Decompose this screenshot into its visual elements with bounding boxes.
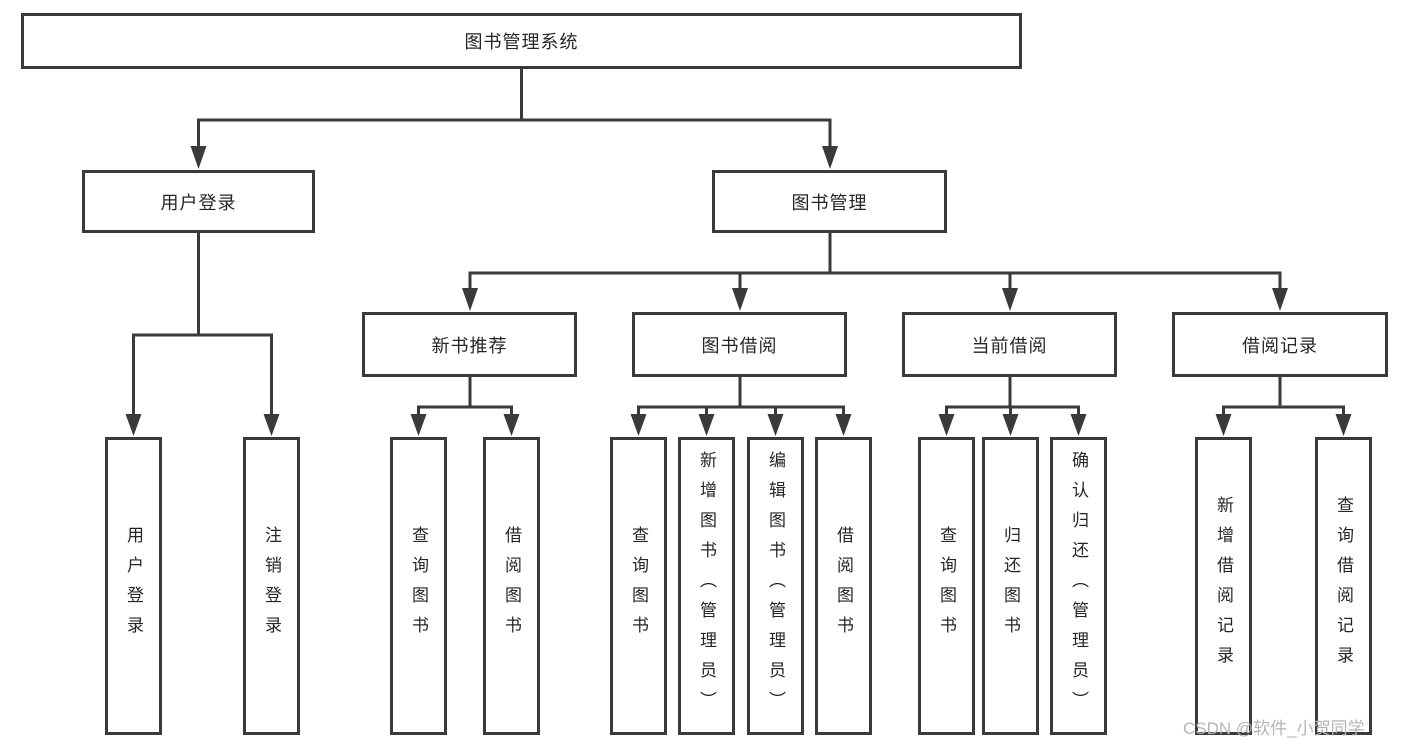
- node-label: 当前借阅: [971, 335, 1048, 356]
- node-label: 查询图书: [629, 526, 648, 646]
- node-label: 查询图书: [937, 526, 956, 646]
- node-label: 图书借阅: [701, 335, 778, 356]
- csdn-watermark: CSDN @软件_小贺同学: [1183, 719, 1365, 738]
- leaf-borrow-book: 借阅图书: [483, 437, 540, 735]
- node-label: 新书推荐: [431, 335, 508, 356]
- node-label: 查询图书: [409, 526, 428, 646]
- node-label: 编辑图书（管理员）: [766, 451, 785, 721]
- leaf-user-login: 用户登录: [105, 437, 162, 735]
- node-label: 用户登录: [160, 192, 237, 213]
- node-borrow-records: 借阅记录: [1172, 312, 1388, 377]
- leaf-logout: 注销登录: [243, 437, 300, 735]
- leaf-query-book: 查询图书: [610, 437, 667, 735]
- node-label: 图书管理系统: [464, 32, 579, 52]
- node-book-borrow: 图书借阅: [632, 312, 847, 377]
- node-book-management: 图书管理: [712, 170, 947, 233]
- node-label: 图书管理: [791, 192, 868, 213]
- leaf-add-book-admin: 新增图书（管理员）: [678, 437, 735, 735]
- leaf-edit-book-admin: 编辑图书（管理员）: [747, 437, 804, 735]
- node-label: 确认归还（管理员）: [1069, 451, 1088, 721]
- leaf-query-book: 查询图书: [390, 437, 447, 735]
- leaf-return-book: 归还图书: [982, 437, 1039, 735]
- node-label: 借阅图书: [502, 526, 521, 646]
- node-library-system: 图书管理系统: [21, 13, 1022, 69]
- node-label: 注销登录: [262, 526, 281, 646]
- node-user-login: 用户登录: [82, 170, 315, 233]
- leaf-query-book: 查询图书: [918, 437, 975, 735]
- leaf-query-borrow-record: 查询借阅记录: [1315, 437, 1372, 735]
- node-label: 用户登录: [124, 526, 143, 646]
- node-new-book-recommend: 新书推荐: [362, 312, 577, 377]
- node-label: 归还图书: [1001, 526, 1020, 646]
- leaf-borrow-book: 借阅图书: [815, 437, 872, 735]
- leaf-add-borrow-record: 新增借阅记录: [1195, 437, 1252, 735]
- node-label: 借阅图书: [834, 526, 853, 646]
- node-label: 查询借阅记录: [1334, 496, 1353, 676]
- node-label: 新增借阅记录: [1214, 496, 1233, 676]
- leaf-confirm-return-admin: 确认归还（管理员）: [1050, 437, 1107, 735]
- node-label: 新增图书（管理员）: [697, 451, 716, 721]
- node-current-borrow: 当前借阅: [902, 312, 1117, 377]
- node-label: 借阅记录: [1242, 335, 1318, 356]
